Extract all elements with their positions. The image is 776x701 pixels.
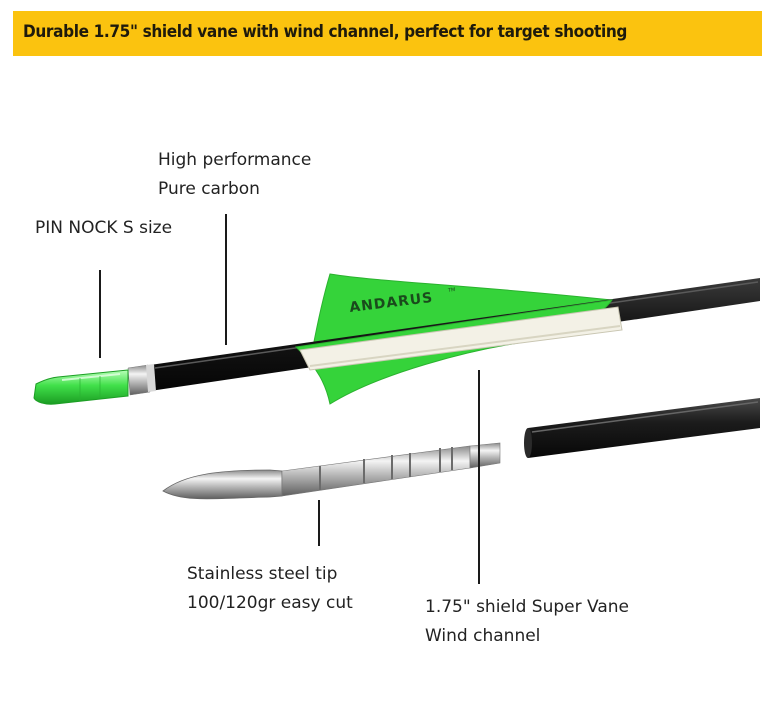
label-tip: Stainless steel tip 100/120gr easy cut xyxy=(187,560,353,618)
nock-facet xyxy=(79,376,101,400)
banner-title: Durable 1.75" shield vane with wind chan… xyxy=(23,22,628,41)
label-nock: PIN NOCK S size xyxy=(35,214,172,243)
leader-line-nock xyxy=(99,270,101,358)
pin-nock xyxy=(33,369,129,405)
leader-line-tip xyxy=(318,500,320,546)
wind-channel-strip xyxy=(299,306,623,371)
label-tip-line2: 100/120gr easy cut xyxy=(187,593,353,613)
label-nock-line1: PIN NOCK S size xyxy=(35,218,173,238)
shaft-end-band xyxy=(146,364,156,392)
label-vane-line2: Wind channel xyxy=(425,626,541,646)
nock-shine xyxy=(61,373,121,381)
label-shaft-line2: Pure carbon xyxy=(158,179,260,199)
label-tip-line1: Stainless steel tip xyxy=(187,564,338,584)
svg-text:TM: TM xyxy=(447,287,456,294)
leader-line-vane xyxy=(478,370,480,584)
label-shaft-line1: High performance xyxy=(158,150,312,170)
tube-highlight xyxy=(531,401,759,433)
wind-channel-shade xyxy=(309,325,621,367)
label-vane-line1: 1.75" shield Super Vane xyxy=(425,597,629,617)
nock-collar xyxy=(127,364,151,396)
tube-end xyxy=(524,428,532,458)
leader-line-shaft xyxy=(225,214,227,345)
label-shaft: High performance Pure carbon xyxy=(158,146,311,204)
stainless-steel-tip xyxy=(162,442,501,500)
header-banner: Durable 1.75" shield vane with wind chan… xyxy=(13,11,762,56)
label-vane: 1.75" shield Super Vane Wind channel xyxy=(425,593,629,651)
spare-carbon-tube xyxy=(528,398,760,458)
